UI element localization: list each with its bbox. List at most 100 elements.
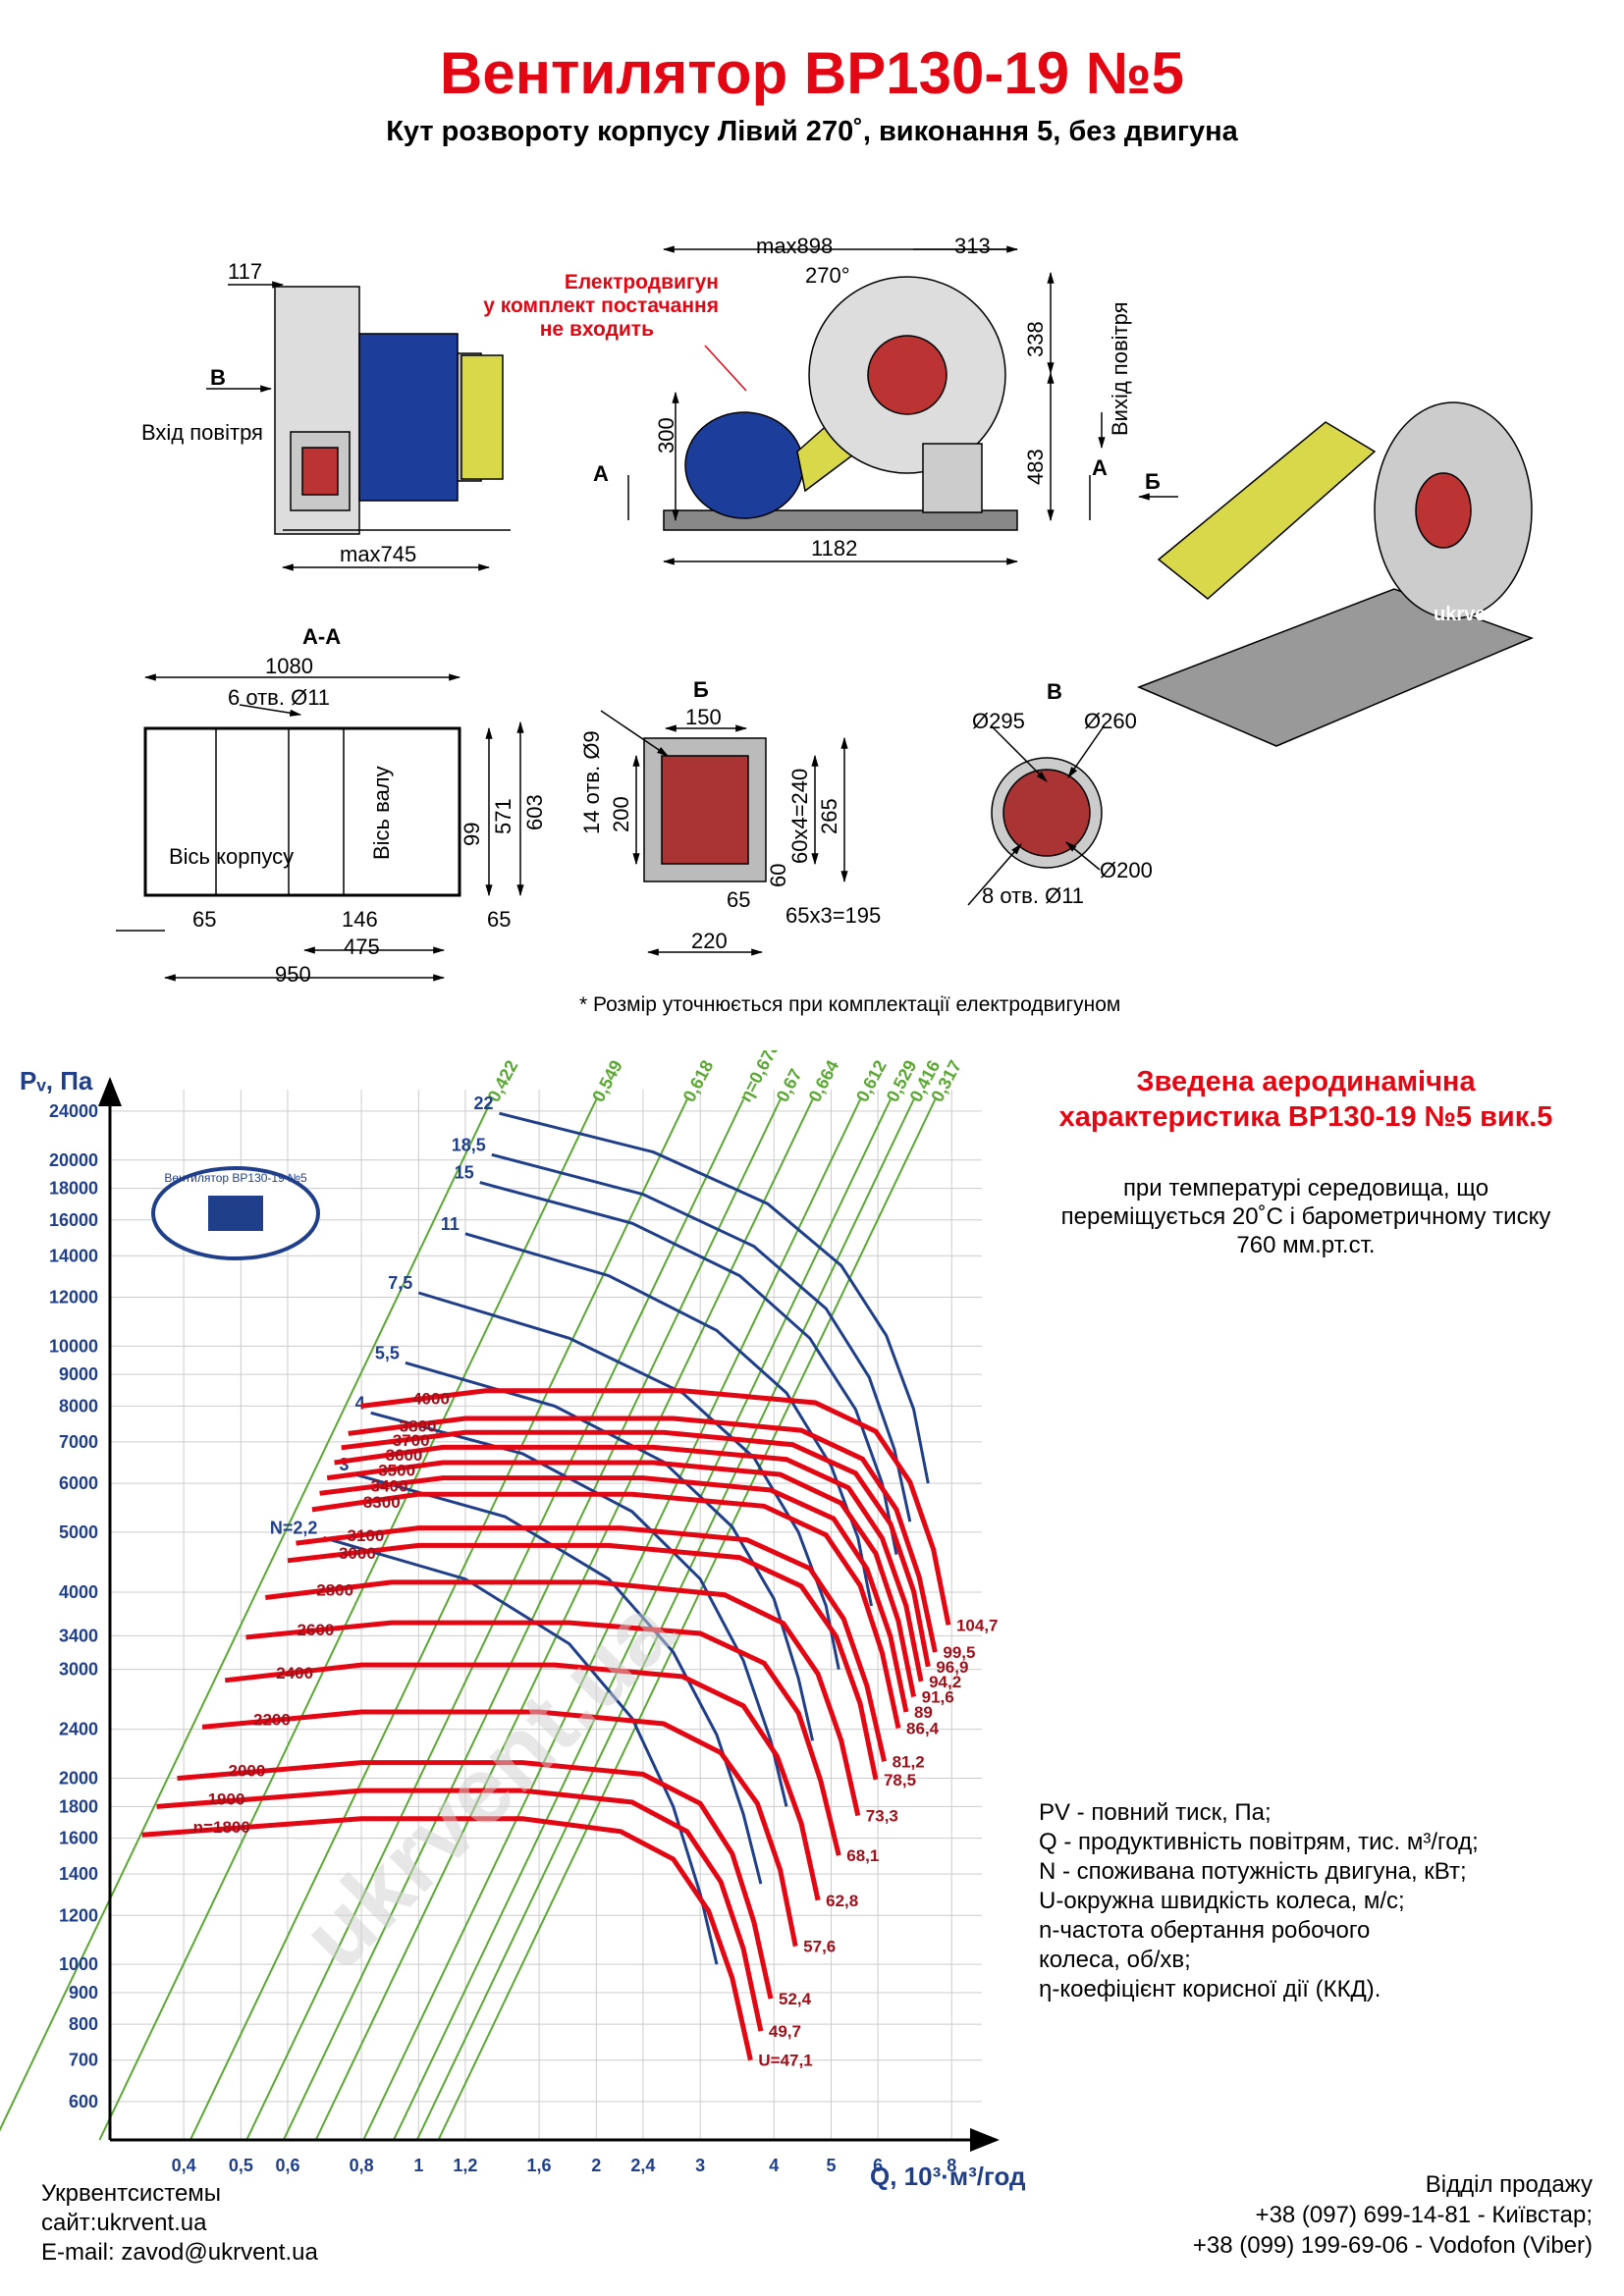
speed-label-n: 4000 [412,1389,450,1408]
aa-dim-65a: 65 [192,907,216,932]
y-axis-label: Pᵥ, Па [20,1066,93,1095]
legend-item: η-коефіцієнт корисної дії (ККД). [1039,1976,1381,2002]
y-tick-label: 8000 [59,1396,98,1415]
power-label: 3 [339,1455,349,1474]
chart-watermark: ukrvent.ua [283,1577,694,1989]
speed-curves: n=1800U=47,1190049,7200052,4220057,62400… [141,1388,999,2070]
side-air-in: Вхід повітря [141,420,263,445]
y-tick-label: 14000 [49,1246,98,1265]
y-tick-label: 1600 [59,1829,98,1848]
y-tick-label: 800 [69,2014,98,2034]
y-tick-label: 600 [69,2092,98,2111]
efficiency-line [189,1098,688,2141]
speed-curve [245,1620,841,1856]
efficiency-label: 0,664 [804,1057,842,1105]
chart-axes [98,1077,1000,2152]
chart-title: Зведена аеродинамічна характеристика ВР1… [992,1064,1620,1135]
y-tick-label: 1200 [59,1905,98,1925]
power-label: 15 [455,1163,474,1183]
speed-label-u: 96,9 [936,1658,968,1677]
x-tick-label: 0,8 [350,2156,374,2175]
speed-label-n: 3500 [378,1462,415,1480]
page-title: Вентилятор ВР130-19 №5 [440,40,1184,106]
y-tick-label: 900 [69,1983,98,2002]
company-site[interactable]: сайт:ukrvent.ua [41,2210,207,2236]
speed-label-n: 2400 [276,1664,313,1682]
chart-title-line-2: характеристика ВР130-19 №5 вик.5 [1058,1101,1553,1133]
x-tick-label: 8 [947,2156,956,2175]
speed-label-u: 89 [914,1703,933,1722]
vb-dim-220: 220 [691,929,728,953]
side-view [206,281,511,571]
front-label-a-left: А [593,461,609,486]
chart-subtitle: при температурі середовища, що переміщує… [992,1174,1620,1259]
efficiency-line [314,1098,814,2141]
logo-text: Вентилятор ВР130-19 №5 [164,1171,307,1185]
vb-dim-60: 60 [766,864,790,887]
speed-label-u: 49,7 [769,2022,801,2041]
vv-holes: 8 отв. Ø11 [982,883,1084,908]
y-tick-label: 3000 [59,1660,98,1680]
aa-axis-shaft: Вісь валу [369,766,394,860]
y-tick-label: 6000 [59,1473,98,1493]
speed-label-n: 3400 [371,1476,408,1495]
aa-holes: 6 отв. Ø11 [228,685,330,710]
vb-dim-240: 60х4=240 [787,769,812,864]
aa-axis-body: Вісь корпусу [169,844,294,869]
size-note: * Розмір уточнюється при комплектації ел… [579,993,1121,1016]
sales-phone-vodafone[interactable]: +38 (099) 199-69-06 - Vodofon (Viber) [1192,2232,1593,2259]
vb-dim-150: 150 [685,705,722,729]
x-tick-label: 1,2 [453,2156,477,2175]
vb-dim-195: 65х3=195 [785,903,881,928]
sales-title: Відділ продажу [1425,2171,1593,2198]
power-curve [464,1232,873,1607]
speed-curve [224,1662,821,1901]
x-tick-label: 2 [591,2156,601,2175]
company-email[interactable]: E-mail: zavod@ukrvent.ua [41,2239,318,2266]
power-label: 11 [441,1214,460,1234]
y-tick-label: 1800 [59,1796,98,1816]
power-label: 22 [473,1094,493,1113]
x-tick-label: 3 [695,2156,705,2175]
side-dim-max745: max745 [340,542,416,566]
speed-label-n: 3800 [400,1416,437,1435]
speed-curve [311,1491,901,1730]
legend-item: U-окружна швидкість колеса, м/с; [1039,1888,1405,1914]
x-tick-label: 6 [873,2156,883,2175]
speed-curve [326,1460,917,1697]
speed-label-u: 52,4 [779,1990,812,2008]
y-tick-label: 9000 [59,1364,98,1384]
aa-dim-1080: 1080 [265,654,313,678]
page-subtitle: Кут розвороту корпусу Лівий 270˚, викона… [386,116,1238,147]
speed-label-n: 2800 [316,1580,353,1599]
y-tick-label: 1400 [59,1864,98,1884]
front-label-b: Б [1145,469,1161,494]
motor-note-2: у комплект постачання [483,294,719,317]
chart-title-line-1: Зведена аеродинамічна [1136,1066,1476,1097]
sales-phone-kyivstar[interactable]: +38 (097) 699-14-81 - Київстар; [1255,2202,1593,2228]
efficiency-line [98,1098,598,2141]
speed-curve [177,1760,774,2000]
speed-label-u: 91,6 [922,1687,954,1706]
speed-label-n: 1900 [208,1789,245,1808]
iso-watermark: ukrvent.ua [1434,604,1534,625]
legend-item: N - споживана потужність двигуна, кВт; [1039,1858,1467,1885]
speed-label-n: 3100 [348,1526,385,1545]
speed-label-n: 2200 [253,1710,291,1729]
efficiency-label: 0,618 [679,1057,718,1105]
efficiency-label: 0,67 [773,1066,806,1105]
chart-subtitle-line-1: при температурі середовища, що [1122,1175,1489,1201]
power-label: 18,5 [452,1135,486,1154]
vb-title: Б [693,677,709,702]
speed-label-n: 3600 [386,1446,423,1465]
x-tick-label: 1,6 [527,2156,552,2175]
speed-curve [334,1444,924,1682]
view-v [967,725,1105,906]
x-tick-label: 0,5 [229,2156,253,2175]
front-air-out: Вихід повітря [1108,301,1132,436]
front-dim-338: 338 [1023,321,1048,357]
section-aa [116,673,524,982]
x-tick-label: 2,4 [630,2156,655,2175]
